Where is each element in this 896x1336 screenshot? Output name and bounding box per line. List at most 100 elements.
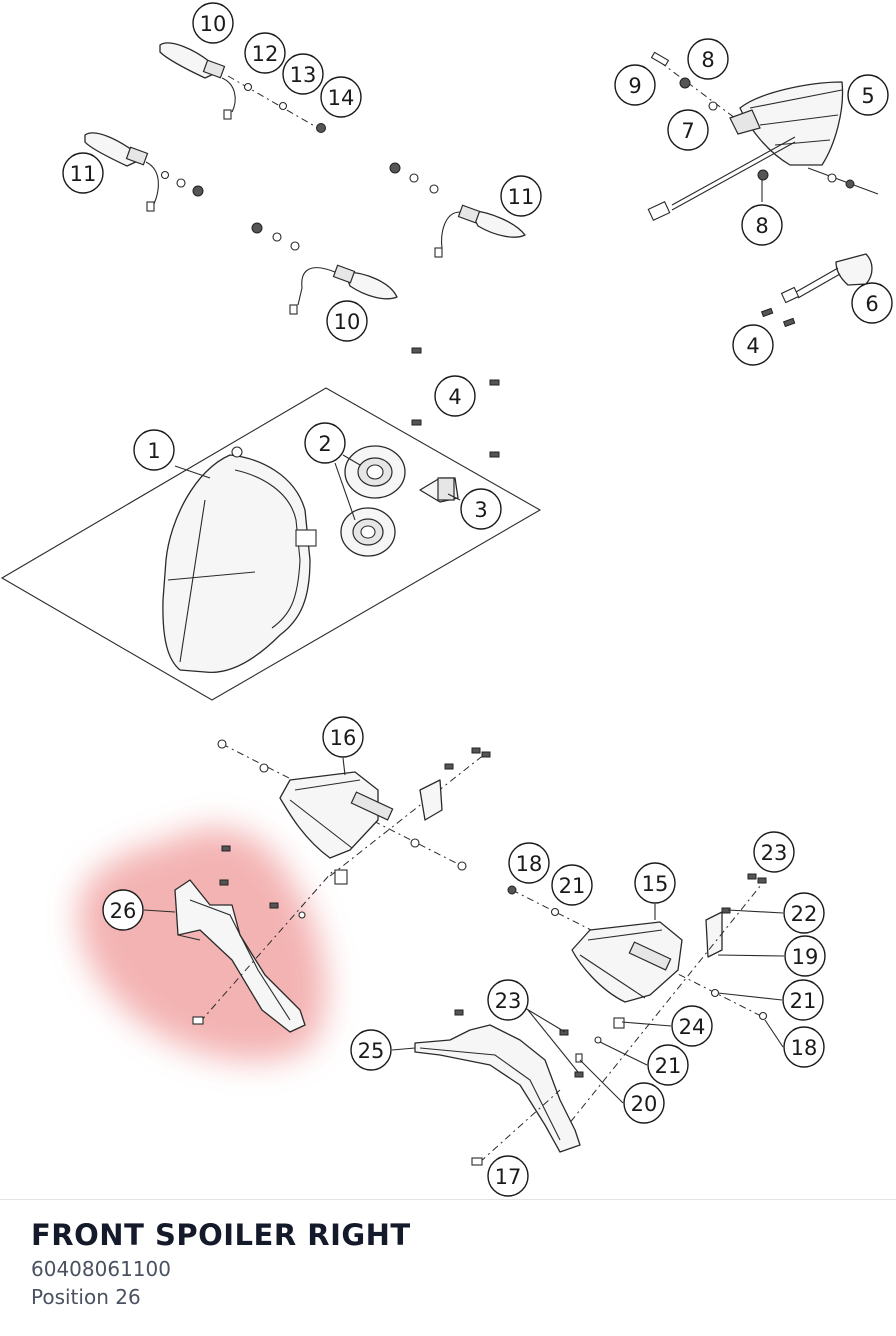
callout-circle — [851, 282, 893, 324]
callout-circle — [460, 488, 502, 530]
callout-circle — [634, 862, 676, 904]
callout-10[interactable]: 10 — [192, 2, 234, 44]
callout-number: 21 — [655, 1054, 682, 1078]
turn-signal-rear-right[interactable] — [251, 222, 398, 315]
callout-18[interactable]: 18 — [783, 1026, 825, 1068]
callout-circle — [783, 892, 825, 934]
callout-circle — [192, 2, 234, 44]
washer-13 — [278, 101, 288, 111]
callout-21[interactable]: 21 — [782, 979, 824, 1021]
callout-21[interactable]: 21 — [647, 1044, 689, 1086]
callout-23[interactable]: 23 — [487, 979, 529, 1021]
callout-21[interactable]: 21 — [551, 864, 593, 906]
callout-circle — [741, 204, 783, 246]
callout-circle — [350, 1029, 392, 1071]
aux-light-left[interactable] — [279, 771, 394, 859]
callout-24[interactable]: 24 — [671, 1005, 713, 1047]
callout-number: 12 — [252, 42, 279, 66]
callout-11[interactable]: 11 — [500, 175, 542, 217]
callout-number: 1 — [147, 439, 160, 463]
tail-light[interactable] — [647, 81, 844, 221]
callout-20[interactable]: 20 — [623, 1082, 665, 1124]
callout-6[interactable]: 6 — [851, 282, 893, 324]
callout-26[interactable]: 26 — [102, 889, 144, 931]
callout-15[interactable]: 15 — [634, 862, 676, 904]
callout-7[interactable]: 7 — [667, 109, 709, 151]
bracket-16 — [419, 779, 443, 821]
callout-number: 6 — [865, 292, 878, 316]
callout-number: 20 — [631, 1092, 658, 1116]
callout-16[interactable]: 16 — [322, 716, 364, 758]
callout-12[interactable]: 12 — [244, 32, 286, 74]
turn-signal-front-right[interactable] — [389, 162, 526, 258]
bolt-9 — [650, 51, 670, 67]
callout-circle — [62, 152, 104, 194]
callout-circle — [614, 64, 656, 106]
turn-signal-rear-left[interactable] — [84, 132, 204, 212]
callout-5[interactable]: 5 — [847, 74, 889, 116]
callout-circle — [304, 422, 346, 464]
callout-number: 13 — [290, 63, 317, 87]
callout-19[interactable]: 19 — [784, 935, 826, 977]
callout-number: 21 — [559, 874, 586, 898]
callout-2[interactable]: 2 — [304, 422, 346, 464]
callout-number: 8 — [755, 214, 768, 238]
callout-number: 14 — [328, 86, 355, 110]
callout-9[interactable]: 9 — [614, 64, 656, 106]
callout-22[interactable]: 22 — [783, 892, 825, 934]
headlight-bulb-socket-lower[interactable] — [340, 507, 396, 557]
callout-11[interactable]: 11 — [62, 152, 104, 194]
callout-3[interactable]: 3 — [460, 488, 502, 530]
front-spoiler-left[interactable] — [414, 1024, 581, 1153]
callout-number: 4 — [746, 334, 759, 358]
front-spoiler-right[interactable] — [174, 879, 306, 1033]
callout-circle — [487, 979, 529, 1021]
license-plate-light[interactable] — [760, 253, 873, 328]
callout-circle — [487, 1155, 529, 1197]
callout-number: 17 — [495, 1165, 522, 1189]
callout-circle — [667, 109, 709, 151]
callout-number: 8 — [701, 48, 714, 72]
callout-circle — [244, 32, 286, 74]
callout-number: 21 — [790, 989, 817, 1013]
headlight-set-box — [0, 387, 542, 701]
leader-lines — [143, 454, 785, 1104]
headlight-unit[interactable] — [162, 446, 317, 674]
callout-25[interactable]: 25 — [350, 1029, 392, 1071]
callout-number: 10 — [200, 12, 227, 36]
turn-signal-front-left[interactable] — [159, 42, 236, 120]
callout-number: 19 — [792, 945, 819, 969]
washer-12 — [243, 82, 253, 92]
callout-circle — [133, 429, 175, 471]
headlight-bulb-socket-upper[interactable] — [344, 445, 406, 499]
headlight-bulb[interactable] — [419, 477, 459, 503]
aux-light-right[interactable] — [571, 921, 683, 1003]
callout-10[interactable]: 10 — [326, 300, 368, 342]
callout-circle — [647, 1044, 689, 1086]
callout-number: 24 — [679, 1015, 706, 1039]
callout-circle — [320, 76, 362, 118]
callout-18[interactable]: 18 — [508, 842, 550, 884]
callout-number: 23 — [495, 989, 522, 1013]
callout-number: 10 — [334, 310, 361, 334]
callout-circle — [282, 53, 324, 95]
callout-23[interactable]: 23 — [753, 831, 795, 873]
callout-17[interactable]: 17 — [487, 1155, 529, 1197]
callout-8[interactable]: 8 — [741, 204, 783, 246]
callout-number: 18 — [516, 852, 543, 876]
callout-circle — [782, 979, 824, 1021]
nut-14 — [316, 123, 326, 133]
callout-14[interactable]: 14 — [320, 76, 362, 118]
screws-4 — [411, 347, 500, 458]
callout-1[interactable]: 1 — [133, 429, 175, 471]
callout-number: 18 — [791, 1036, 818, 1060]
callout-13[interactable]: 13 — [282, 53, 324, 95]
part-info-footer: FRONT SPOILER RIGHT 60408061100 Position… — [0, 1199, 896, 1336]
callout-number: 4 — [448, 385, 461, 409]
callout-number: 26 — [110, 899, 137, 923]
callout-8[interactable]: 8 — [687, 38, 729, 80]
nut-8-lower — [757, 169, 769, 181]
callout-4[interactable]: 4 — [434, 375, 476, 417]
callout-4[interactable]: 4 — [732, 324, 774, 366]
